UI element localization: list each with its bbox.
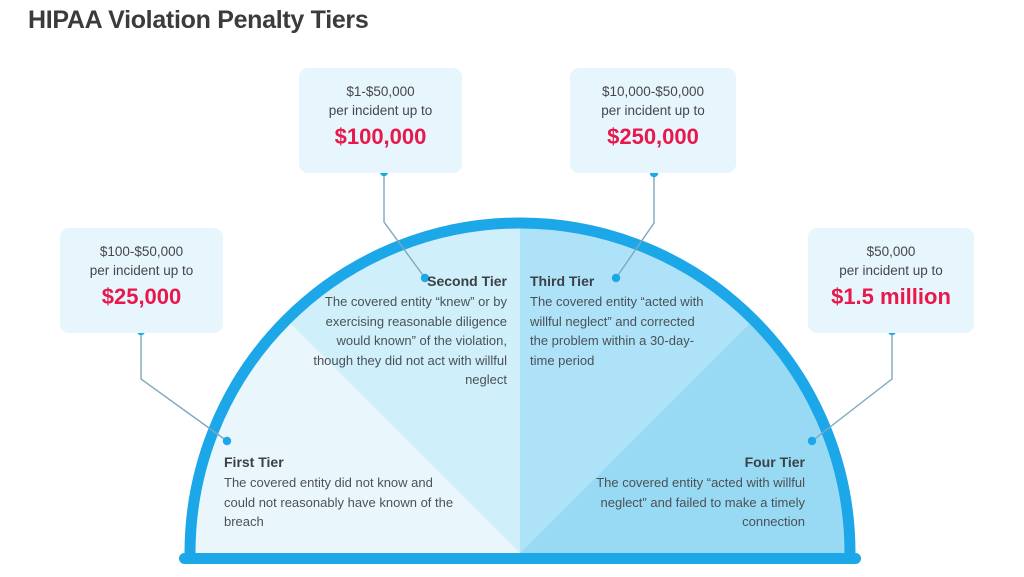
callout-per-incident-second: per incident up to xyxy=(328,103,433,118)
tier-body-third: The covered entity “acted with willful n… xyxy=(530,294,704,368)
callout-range-first: $100-$50,000 xyxy=(99,244,184,259)
callout-amount-third: $250,000 xyxy=(607,124,699,149)
tier-heading-third: Third Tier xyxy=(530,273,595,289)
semicircle-outer-ring xyxy=(184,217,856,554)
tier-text-third: Third Tier The covered entity “acted wit… xyxy=(530,271,710,370)
callout-amount-fourth: $1.5 million xyxy=(831,284,951,309)
tier-heading-first: First Tier xyxy=(224,454,284,470)
callout-third-tier[interactable]: $10,000-$50,000 per incident up to $250,… xyxy=(570,68,736,173)
connector-dot-arc-fourth xyxy=(807,436,817,446)
callout-range-second: $1-$50,000 xyxy=(346,84,415,99)
tier-body-first: The covered entity did not know and coul… xyxy=(224,475,454,529)
tier-body-fourth: The covered entity “acted with willful n… xyxy=(596,475,805,529)
callout-second-tier[interactable]: $1-$50,000 per incident up to $100,000 xyxy=(299,68,462,173)
tier-heading-fourth: Four Tier xyxy=(744,454,805,470)
tier-text-second: Second Tier The covered entity “knew” or… xyxy=(312,271,507,390)
wedge-group xyxy=(189,222,851,553)
callout-fourth-tier[interactable]: $50,000 per incident up to $1.5 million xyxy=(808,228,974,333)
tier-text-fourth: Four Tier The covered entity “acted with… xyxy=(590,452,805,532)
wedge-second-tier xyxy=(286,222,520,553)
tier-heading-second: Second Tier xyxy=(427,273,507,289)
callout-amount-first: $25,000 xyxy=(101,284,182,309)
tier-text-first: First Tier The covered entity did not kn… xyxy=(224,452,464,532)
wedge-third-tier xyxy=(520,222,754,553)
connector-dot-arc-first xyxy=(222,436,232,446)
callout-per-incident-first: per incident up to xyxy=(89,263,194,278)
wedge-fourth-tier xyxy=(520,319,851,553)
connector-dot-arc-third xyxy=(611,273,621,283)
page-title: HIPAA Violation Penalty Tiers xyxy=(28,6,369,34)
tier-body-second: The covered entity “knew” or by exercisi… xyxy=(313,294,507,387)
callout-range-third: $10,000-$50,000 xyxy=(601,84,705,99)
wedge-first-tier xyxy=(189,319,520,553)
callout-first-tier[interactable]: $100-$50,000 per incident up to $25,000 xyxy=(60,228,223,333)
callout-amount-second: $100,000 xyxy=(334,124,427,149)
connector-third-tier xyxy=(611,168,659,283)
callout-range-fourth: $50,000 xyxy=(866,244,916,259)
connector-dot-arc-second xyxy=(420,273,430,283)
callout-per-incident-third: per incident up to xyxy=(601,103,705,118)
callout-per-incident-fourth: per incident up to xyxy=(839,263,943,278)
